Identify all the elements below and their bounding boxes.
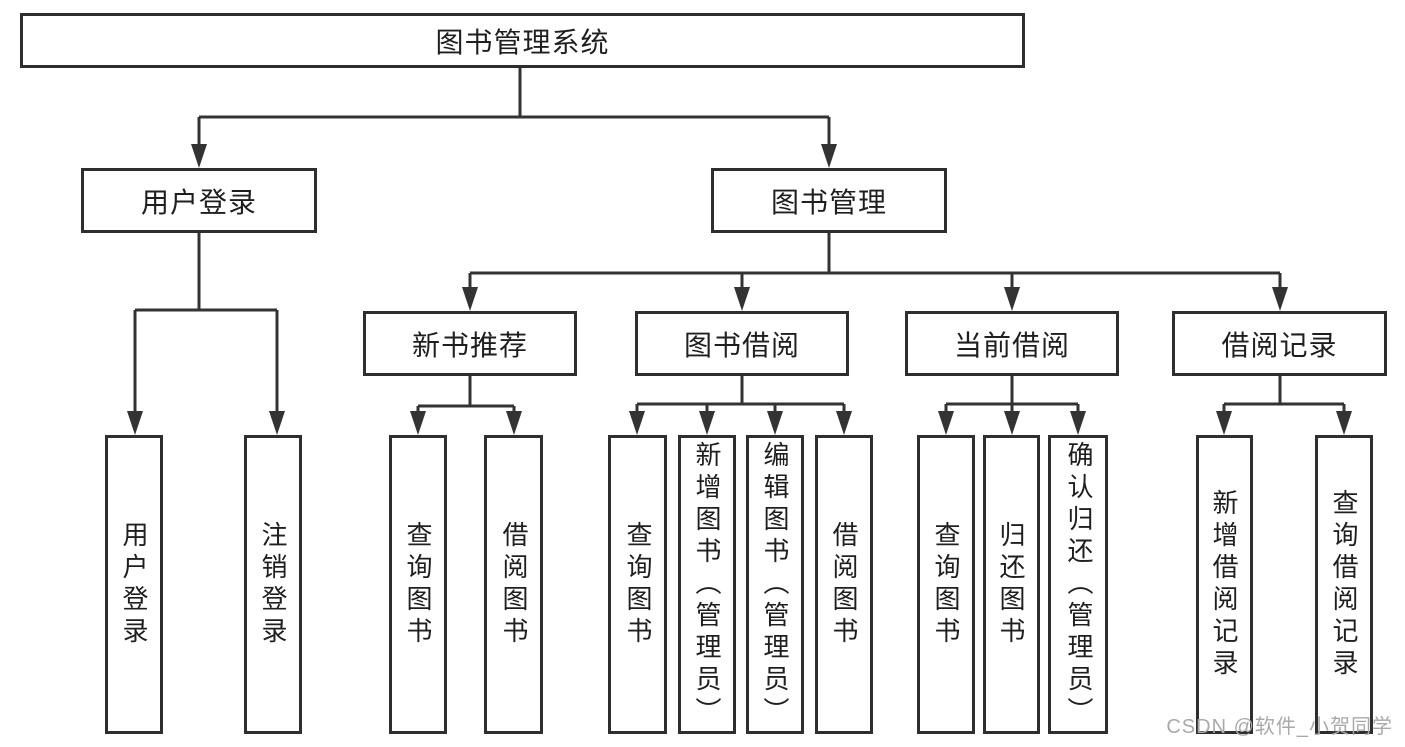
arrowheads xyxy=(127,144,1352,435)
node-book-management: 图书管理 xyxy=(711,168,947,233)
node-new-book-recommend: 新书推荐 xyxy=(363,311,577,376)
leaf-borrow-books: 借阅图书 xyxy=(815,435,873,734)
leaf-confirm-return-admin: 确认归还（管理员） xyxy=(1048,435,1108,734)
node-borrow-records: 借阅记录 xyxy=(1172,311,1387,376)
leaf-edit-book-admin: 编辑图书（管理员） xyxy=(746,435,804,734)
connector-root xyxy=(197,66,831,146)
node-library-management-system: 图书管理系统 xyxy=(20,13,1025,68)
connector-book-borrow xyxy=(635,374,846,413)
csdn-watermark: CSDN @软件_小贺同学 xyxy=(1166,716,1393,738)
leaf-add-borrow-record: 新增借阅记录 xyxy=(1196,435,1253,734)
leaf-query-books-recommend: 查询图书 xyxy=(389,435,447,734)
connector-user-login xyxy=(133,231,279,413)
node-book-borrow: 图书借阅 xyxy=(635,311,849,376)
leaf-query-books-current: 查询图书 xyxy=(917,435,975,734)
connector-new-book-recommend xyxy=(416,374,516,413)
leaf-return-book: 归还图书 xyxy=(983,435,1040,734)
connector-borrow-records xyxy=(1222,374,1346,413)
leaf-query-books-borrow: 查询图书 xyxy=(608,435,667,734)
node-current-borrow: 当前借阅 xyxy=(905,311,1119,376)
leaf-logout: 注销登录 xyxy=(244,435,302,734)
connector-current-borrow xyxy=(944,374,1080,413)
leaf-borrow-books-recommend: 借阅图书 xyxy=(484,435,543,734)
leaf-query-borrow-record: 查询借阅记录 xyxy=(1315,435,1373,734)
leaf-add-book-admin: 新增图书（管理员） xyxy=(678,435,736,734)
connector-book-management xyxy=(468,231,1282,289)
node-user-login: 用户登录 xyxy=(81,168,317,233)
leaf-user-login: 用户登录 xyxy=(105,435,163,734)
